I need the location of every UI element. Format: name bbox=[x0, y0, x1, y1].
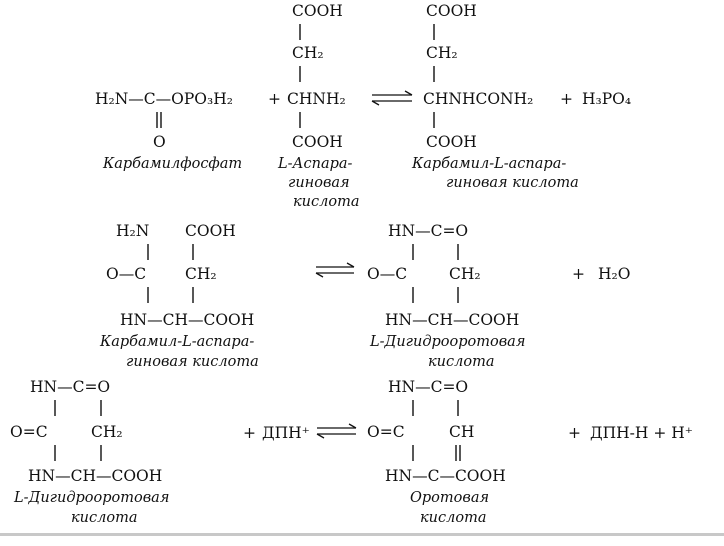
carbamyl-phosphate-formula: H₂N—C—OPO₃H₂ bbox=[95, 90, 233, 108]
r2-caption-cas-line-1: Карбамил-L-аспара- bbox=[99, 334, 254, 350]
asp-ch2: CH₂ bbox=[292, 44, 324, 62]
r3-oro-ch: CH bbox=[449, 423, 474, 441]
r2-caption-dho-line-2: кислота bbox=[428, 354, 494, 370]
reversible-arrow-1 bbox=[371, 90, 413, 106]
r3-caption-oro-line-2: кислота bbox=[420, 510, 486, 526]
phosphoric-acid: H₃PO₄ bbox=[582, 90, 631, 108]
reaction-3: HN—C=O O=C CH₂ HN—CH—COOH L-Дигидроорото… bbox=[10, 378, 693, 526]
r2-cas-bottom: HN—CH—COOH bbox=[120, 311, 254, 329]
reversible-arrow-2 bbox=[315, 262, 355, 278]
r2-cas-ch2: CH₂ bbox=[185, 265, 217, 283]
r3-dho-top: HN—C=O bbox=[30, 378, 110, 396]
r2-caption-cas-line-2: гиновая кислота bbox=[126, 354, 259, 370]
page-bottom-rule bbox=[0, 533, 724, 536]
r2-dho-oc: O—C bbox=[367, 265, 407, 283]
r2-plus-sign: + bbox=[572, 265, 585, 283]
r3-plus-sign-2: + bbox=[568, 424, 581, 442]
cas-ch2: CH₂ bbox=[426, 44, 458, 62]
caption-asp-line-1: L-Аспара- bbox=[277, 156, 353, 172]
r3-dho-bottom: HN—CH—COOH bbox=[28, 467, 162, 485]
r3-oro-oc: O=C bbox=[367, 423, 405, 441]
r3-caption-dho-line-2: кислота bbox=[71, 510, 137, 526]
r2-cas-h2n: H₂N bbox=[116, 222, 149, 240]
r2-dho-ch2: CH₂ bbox=[449, 265, 481, 283]
r2-dho-bottom: HN—CH—COOH bbox=[385, 311, 519, 329]
reaction-1: H₂N—C—OPO₃H₂ O + COOH CH₂ CHNH₂ COOH COO… bbox=[95, 2, 631, 210]
r3-caption-dho-line-1: L-Дигидрооротовая bbox=[13, 490, 169, 506]
r3-dpn-plus: ДПН⁺ bbox=[262, 424, 310, 442]
caption-asp-line-2: гиновая bbox=[288, 175, 350, 191]
r3-dho-ch2: CH₂ bbox=[91, 423, 123, 441]
r3-oro-top: HN—C=O bbox=[388, 378, 468, 396]
cas-cooh-top: COOH bbox=[426, 2, 477, 20]
asp-chnh2: CHNH₂ bbox=[287, 90, 346, 108]
r2-cas-oc: O—C bbox=[106, 265, 146, 283]
carbamyl-phosphate-oxygen: O bbox=[153, 133, 166, 151]
caption-cas-line-2: гиновая кислота bbox=[446, 175, 579, 191]
asp-cooh-bottom: COOH bbox=[292, 133, 343, 151]
asp-cooh-top: COOH bbox=[292, 2, 343, 20]
reversible-arrow-3 bbox=[316, 423, 357, 439]
r3-products: ДПН-Н + H⁺ bbox=[590, 424, 693, 442]
cas-chnhconh2: CHNHCONH₂ bbox=[423, 90, 533, 108]
r3-oro-bottom: HN—C—COOH bbox=[385, 467, 506, 485]
caption-cas-line-1: Карбамил-L-аспара- bbox=[411, 156, 566, 172]
caption-asp-line-3: кислота bbox=[293, 194, 359, 210]
r3-caption-oro-line-1: Оротовая bbox=[410, 490, 489, 506]
reaction-2: H₂N COOH O—C CH₂ HN—CH—COOH Карбамил-L-а… bbox=[99, 222, 630, 370]
r2-caption-dho-line-1: L-Дигидрооротовая bbox=[369, 334, 525, 350]
r2-dho-top: HN—C=O bbox=[388, 222, 468, 240]
r2-water: H₂O bbox=[598, 265, 630, 283]
plus-sign-2: + bbox=[560, 90, 573, 108]
cas-cooh-bottom: COOH bbox=[426, 133, 477, 151]
r3-plus-sign-1: + bbox=[243, 424, 256, 442]
r3-dho-oc: O=C bbox=[10, 423, 48, 441]
r2-cas-cooh: COOH bbox=[185, 222, 236, 240]
plus-sign-1: + bbox=[268, 90, 281, 108]
caption-carbamyl-phosphate: Карбамилфосфат bbox=[102, 156, 242, 172]
